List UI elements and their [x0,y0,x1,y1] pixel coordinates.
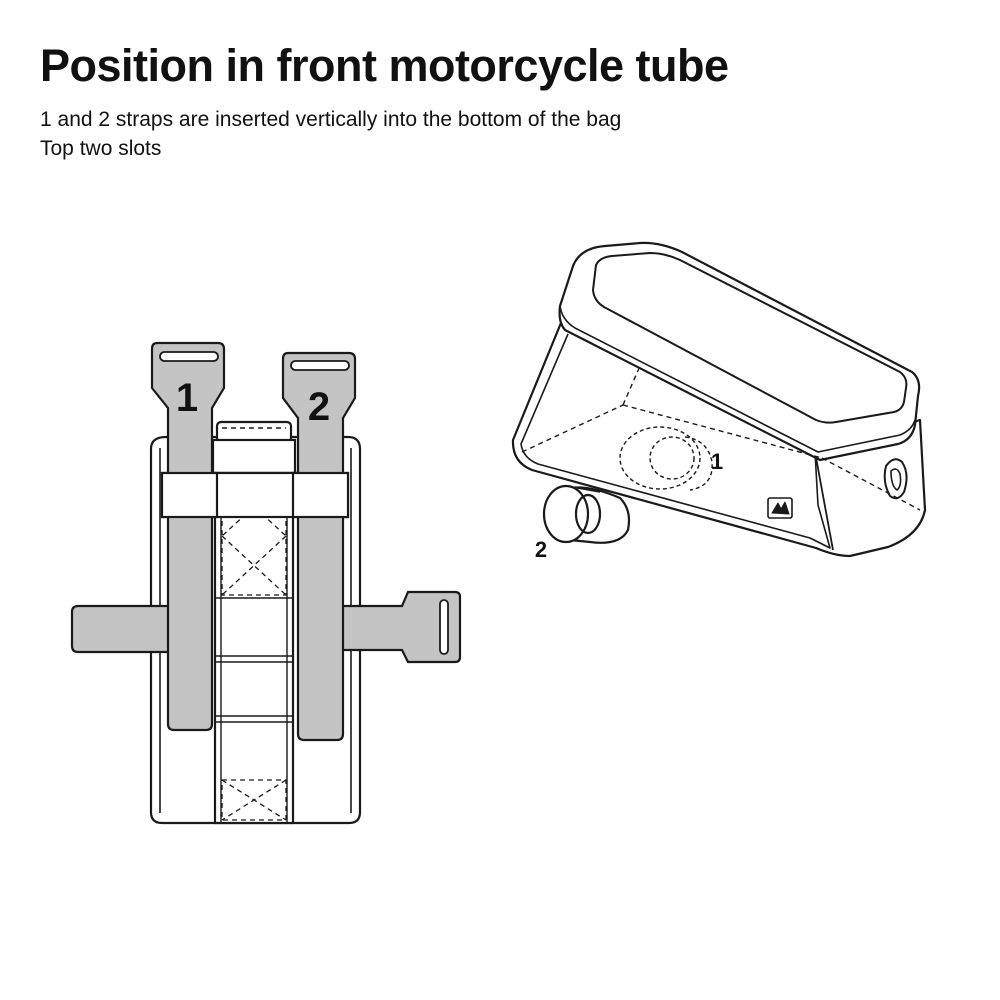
logo-badge [767,497,793,519]
strap-2-label: 2 [308,385,330,429]
instruction-line-1: 1 and 2 straps are inserted vertically i… [40,108,622,131]
side-loop [883,458,908,500]
bag-side-body [511,316,927,558]
strap-1 [150,341,226,732]
band-overlay [160,471,350,519]
strap-1-label: 1 [176,376,198,420]
side-loop-inner [890,468,902,491]
strap-1-slot [159,351,219,362]
bag-side-front-edge [814,451,834,551]
strap-1-body [150,341,226,732]
bag-lid-rim [559,305,916,453]
strap-2 [281,351,357,742]
bag-perspective-view [511,241,927,558]
horizontal-strap [70,590,462,664]
strap-2-body [281,351,357,742]
horizontal-strap-end [340,590,462,664]
callout-2: 2 [535,537,547,562]
callout-1: 1 [711,449,723,474]
horizontal-strap-body [70,604,172,654]
central-strip [213,471,295,825]
bag-side-inner [520,333,831,549]
bag-lid [558,241,921,462]
top-band [211,438,297,475]
phone-window [592,252,908,424]
middle-band-front-right [291,471,350,519]
hidden-tube-rings [619,426,713,491]
horizontal-strap-slot [439,599,449,655]
strap-2-slot [290,360,350,371]
hidden-edges [521,365,921,511]
instruction-line-2: Top two slots [40,137,162,160]
logo-mark [771,501,790,515]
middle-band-front-left [160,471,219,519]
page-title: Position in front motorcycle tube [40,40,729,91]
bottom-strap-loop [542,484,631,544]
central-strip-seams [215,597,293,723]
